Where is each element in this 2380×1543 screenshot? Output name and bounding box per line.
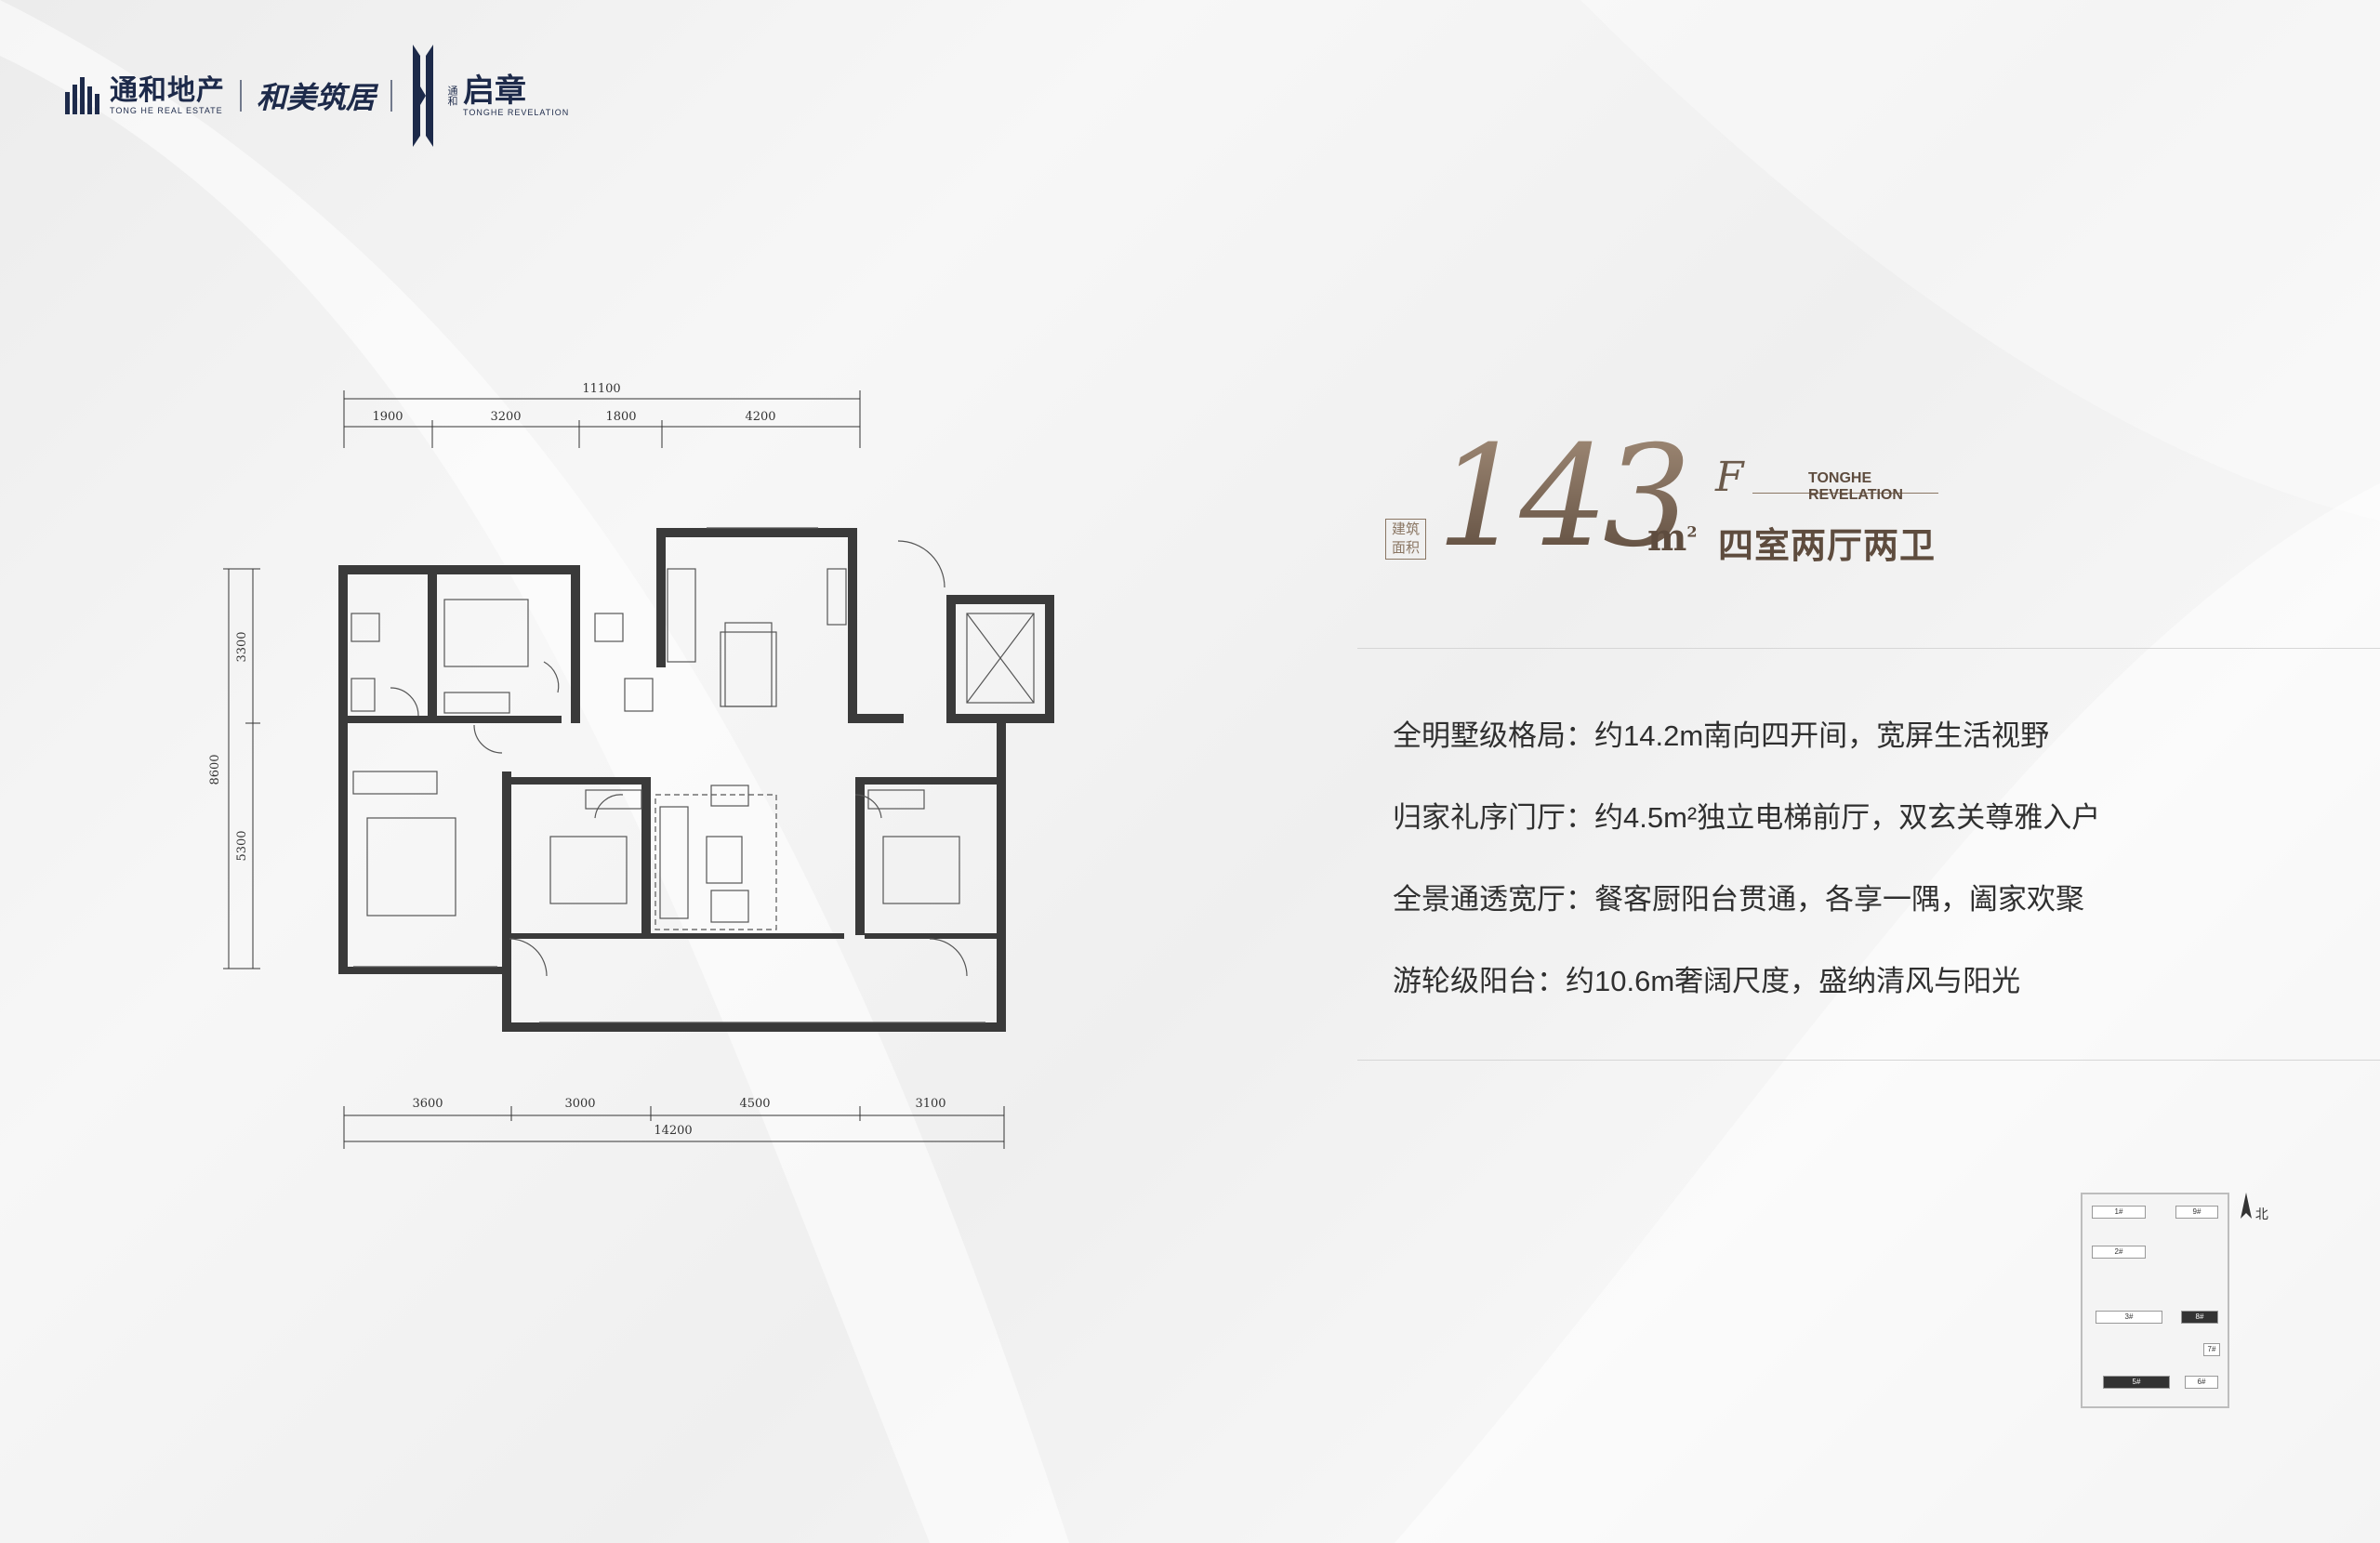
bottom-dimensions [343, 1106, 1005, 1149]
dim-left-total: 8600 [208, 754, 222, 785]
layout-type: 四室两厅两卫 [1718, 527, 1937, 566]
room-details [350, 527, 1035, 1023]
header-logos: 通和地产 TONG HE REAL ESTATE 和美筑居 通和 启章 TONG… [63, 45, 569, 147]
building-5: 5# [2103, 1376, 2170, 1389]
walls [338, 528, 1054, 1032]
building-3: 3# [2096, 1311, 2162, 1324]
developer-logo-icon [65, 77, 99, 114]
feature-item: 全明墅级格局：约14.2m南向四开间，宽屏生活视野 [1393, 719, 2050, 752]
project-logo-icon [413, 45, 434, 147]
divider [240, 80, 242, 112]
dim-bottom-1: 3600 [412, 1097, 443, 1111]
north-indicator: 北 [2241, 1193, 2268, 1223]
feature-item: 游轮级阳台：约10.6m奢阔尺度，盛纳清风与阳光 [1393, 965, 2021, 997]
building-2: 2# [2092, 1246, 2146, 1259]
dim-top-1: 1900 [372, 410, 403, 424]
project-name-en-title: TONGHE REVELATION [1808, 470, 1903, 503]
project-logo: 通和 启章 TONGHE REVELATION [407, 45, 569, 147]
site-map: 1# 9# 2# 3# 8# 7# 5# 6# [2081, 1193, 2229, 1408]
building-1: 1# [2092, 1206, 2146, 1219]
developer-name: 通和地产 [110, 75, 225, 106]
top-dimensions [343, 390, 861, 448]
dim-top-4: 4200 [745, 410, 775, 424]
area-unit: m2 [1647, 516, 1698, 560]
dim-top-3: 1800 [605, 410, 636, 424]
divider [390, 80, 393, 112]
building-9: 9# [2175, 1206, 2218, 1219]
dim-left-1: 3300 [235, 631, 249, 662]
feature-list: 全明墅级格局：约14.2m南向四开间，宽屏生活视野 归家礼序门厅：约4.5m²独… [1357, 648, 2380, 1061]
slogan: 和美筑居 [257, 80, 377, 115]
building-6: 6# [2185, 1376, 2218, 1389]
dim-top-total: 11100 [582, 382, 620, 396]
project-name-en: TONGHE REVELATION [463, 108, 570, 117]
floor-plan: 11100 1900 3200 1800 4200 3600 3000 4500… [208, 382, 1054, 1149]
dim-bottom-total: 14200 [654, 1124, 692, 1138]
dim-top-2: 3200 [490, 410, 521, 424]
dim-bottom-3: 4500 [739, 1097, 770, 1111]
dim-bottom-2: 3000 [564, 1097, 595, 1111]
feature-item: 全景通透宽厅：餐客厨阳台贯通，各享一隅，阖家欢聚 [1393, 883, 2084, 916]
dim-bottom-4: 3100 [915, 1097, 945, 1111]
developer-name-en: TONG HE REAL ESTATE [110, 106, 223, 115]
feature-item: 归家礼序门厅：约4.5m²独立电梯前厅，双玄关尊雅入户 [1393, 801, 2101, 834]
north-arrow-icon [2241, 1193, 2252, 1219]
area-value: 143 [1436, 416, 1691, 578]
emblem-line [1752, 493, 1938, 494]
tonghe-emblem: F [1715, 454, 1744, 501]
project-small: 通和 [446, 86, 458, 106]
area-tag: 建筑面积 [1385, 519, 1426, 560]
building-8: 8# [2181, 1311, 2218, 1324]
project-name: 启章 [463, 73, 527, 109]
north-label: 北 [2254, 1207, 2268, 1221]
building-7: 7# [2203, 1343, 2220, 1356]
title-block: 建筑面积 143 m2 F TONGHE REVELATION 四室两厅两卫 [1385, 428, 1962, 576]
developer-logo: 通和地产 TONG HE REAL ESTATE [63, 75, 225, 116]
left-dimensions [223, 568, 260, 969]
dim-left-2: 5300 [235, 830, 249, 861]
